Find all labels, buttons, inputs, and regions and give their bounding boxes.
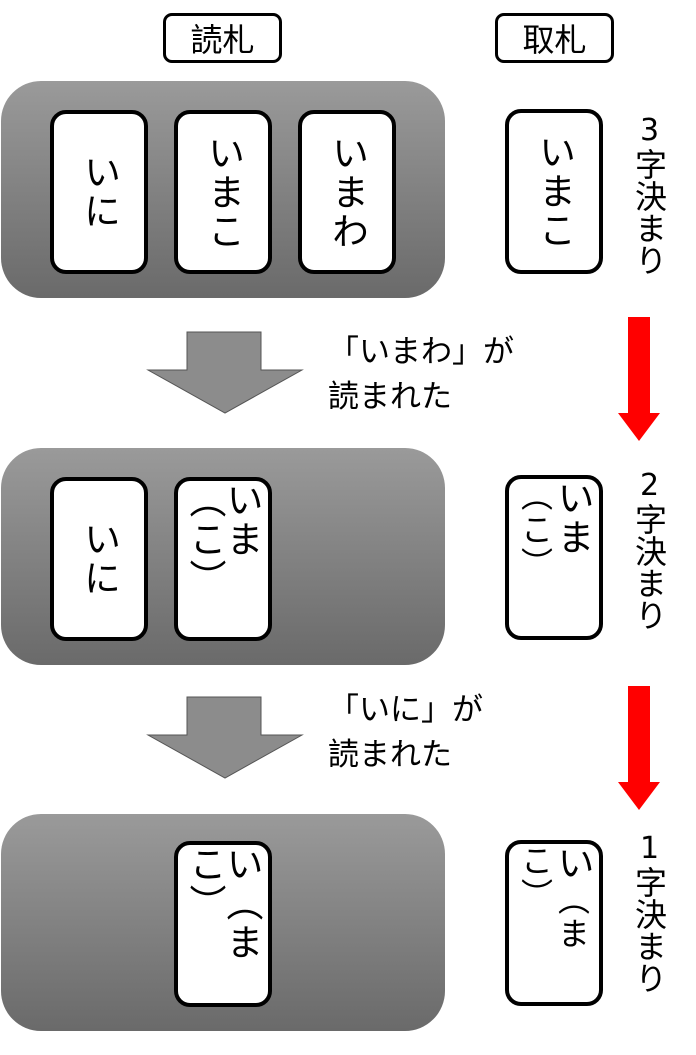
kimari-label-2: 2字決まり — [630, 468, 668, 631]
card-text: いま（こ） — [183, 481, 263, 598]
read-caption-2: 「いに」が 読まれた — [328, 688, 483, 778]
kimari-label-1: 3字決まり — [630, 113, 668, 276]
caption-line: 「いに」が — [328, 692, 483, 728]
card-text: いまわ — [325, 133, 369, 251]
yomifuda-card: いに — [50, 110, 148, 274]
yomifuda-card: いまこ — [174, 110, 272, 274]
torifuda-card-1: いまこ — [505, 109, 603, 274]
yomifuda-panel-2: いに いま（こ） — [1, 448, 445, 665]
card-text: いまこ — [532, 133, 576, 250]
card-text: いま（こ） — [516, 479, 594, 581]
torifuda-card-3: い（まこ） — [505, 840, 603, 1006]
yomifuda-card: いまわ — [298, 110, 396, 274]
yomifuda-header: 読札 — [163, 13, 282, 63]
yomifuda-panel-3: い（まこ） — [1, 814, 445, 1031]
card-text: い（まこ） — [516, 844, 594, 951]
yomifuda-card: い（まこ） — [174, 841, 272, 1007]
down-arrow-icon — [146, 696, 304, 779]
yomifuda-card: いに — [50, 477, 148, 641]
card-text: いまこ — [201, 133, 245, 251]
read-caption-1: 「いまわ」が 読まれた — [328, 330, 514, 420]
card-text: いに — [77, 153, 121, 231]
caption-line: 読まれた — [328, 379, 452, 415]
caption-line: 読まれた — [328, 737, 452, 773]
yomifuda-card: いま（こ） — [174, 477, 272, 641]
down-arrow-icon — [146, 331, 304, 414]
card-text: いに — [77, 520, 121, 598]
red-down-arrow-icon — [618, 686, 660, 810]
kimari-label-3: 1字決まり — [630, 831, 668, 994]
torifuda-header: 取札 — [495, 13, 614, 63]
yomifuda-panel-1: いに いまこ いまわ — [1, 81, 445, 298]
card-text: い（まこ） — [183, 845, 263, 962]
torifuda-card-2: いま（こ） — [505, 475, 603, 640]
caption-line: 「いまわ」が — [328, 334, 514, 370]
red-down-arrow-icon — [618, 317, 660, 441]
